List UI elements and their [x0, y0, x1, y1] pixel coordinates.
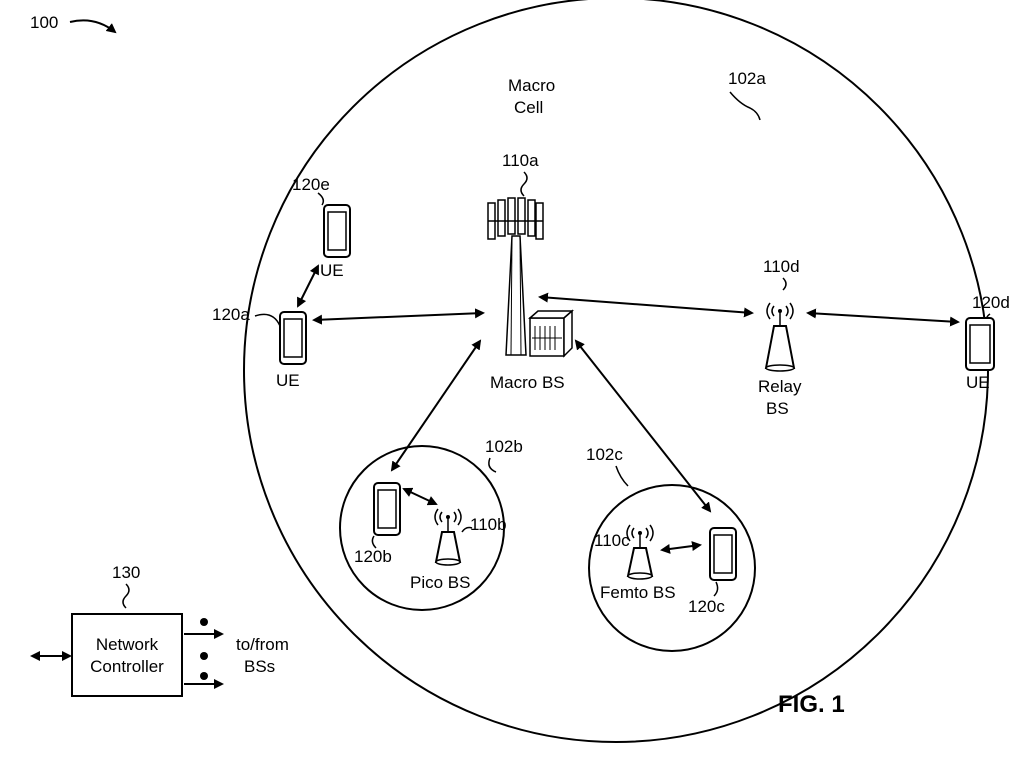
network-controller-ref: 130: [112, 563, 140, 582]
pico-cell-ref-leader: [488, 457, 497, 473]
network-controller-ref-leader: [122, 583, 130, 609]
to-from-label-1: to/from: [236, 635, 289, 654]
link-120e-120a: [297, 264, 319, 308]
ue-120d-phone-icon: [965, 317, 995, 371]
ue-120b-ref-leader: [371, 535, 377, 549]
macro-cell-circle: [243, 0, 989, 743]
macro-cell-ref-leader: [729, 91, 761, 121]
ue-120e-phone-icon: [323, 204, 351, 258]
ue-120c-ref-leader: [713, 581, 719, 597]
macro-bs-label: Macro BS: [490, 373, 565, 392]
ue-120d-label: UE: [966, 373, 990, 392]
figure-caption: FIG. 1: [778, 691, 845, 718]
relay-bs-label-1: Relay: [758, 377, 802, 396]
pico-bs-ref-leader: [461, 526, 473, 533]
link-femto-120c: [660, 541, 702, 554]
link-120b-pico: [402, 487, 438, 506]
ue-120c-phone-icon: [709, 527, 737, 581]
ue-120a-label: UE: [276, 371, 300, 390]
ue-120d-ref: 120d: [972, 293, 1010, 312]
femto-cell-ref: 102c: [586, 445, 623, 464]
to-from-label-2: BSs: [244, 657, 275, 676]
macro-cell-label-1: Macro: [508, 76, 555, 95]
ue-120b-phone-icon: [373, 482, 401, 536]
network-controller-box: [71, 613, 183, 697]
pico-bs-ref: 110b: [470, 515, 507, 534]
figure-ref-arrow: [69, 19, 117, 34]
ue-120a-ref: 120a: [212, 305, 250, 324]
link-macro-relay: [538, 292, 754, 318]
femto-bs-ref: 110c: [594, 531, 630, 550]
relay-bs-ref: 110d: [763, 257, 800, 276]
femto-cell-ref-leader: [615, 465, 629, 487]
macro-cell-ref: 102a: [728, 69, 766, 88]
pico-cell-ref: 102b: [485, 437, 523, 456]
pico-bs-label: Pico BS: [410, 573, 470, 592]
femto-bs-antenna-icon: [626, 524, 654, 580]
relay-bs-antenna-icon: [764, 302, 796, 372]
link-120a-macro: [312, 308, 485, 325]
link-macro-pico: [390, 339, 482, 472]
ue-120a-ref-leader: [254, 313, 281, 327]
ue-120e-ref: 120e: [292, 175, 330, 194]
ue-120c-ref: 120c: [688, 597, 725, 616]
ellipsis-dots-icon: [200, 618, 208, 680]
ue-120a-phone-icon: [279, 311, 307, 365]
ue-120e-ref-leader: [317, 192, 325, 206]
macro-cell-label-2: Cell: [514, 98, 543, 117]
link-macro-femto: [574, 339, 712, 513]
network-controller-label-2: Controller: [90, 657, 164, 676]
macro-bs-ref: 110a: [502, 151, 539, 170]
link-relay-120d: [806, 308, 960, 327]
relay-bs-ref-leader: [782, 277, 787, 291]
relay-bs-label-2: BS: [766, 399, 789, 418]
network-controller-label-1: Network: [96, 635, 159, 654]
ue-120b-ref: 120b: [354, 547, 392, 566]
femto-bs-label: Femto BS: [600, 583, 676, 602]
macro-bs-tower-icon: 110a: [487, 151, 574, 358]
pico-bs-antenna-icon: [434, 508, 462, 566]
ue-120e-label: UE: [320, 261, 344, 280]
figure-ref: 100: [30, 13, 58, 32]
